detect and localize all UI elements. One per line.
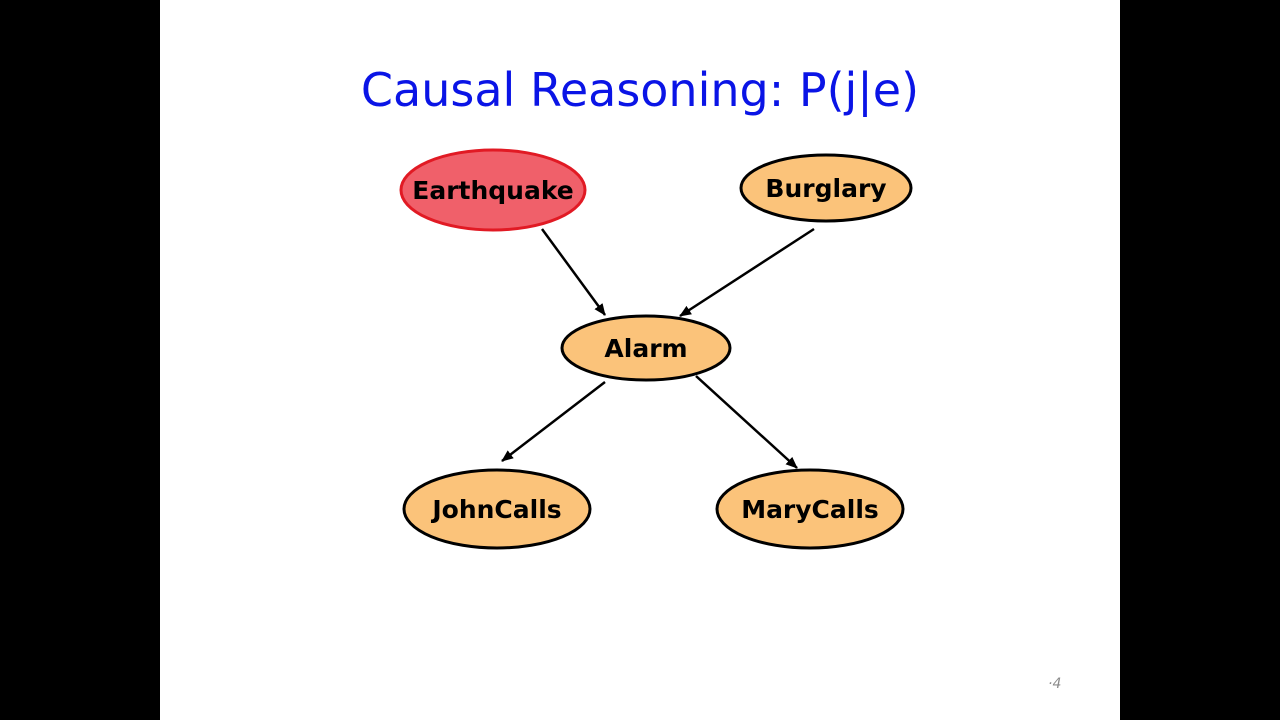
node-alarm-label: Alarm [604,334,687,363]
slide-number-dot: · [1048,676,1053,692]
node-burglary: Burglary [739,153,913,223]
node-burglary-shape [739,153,913,223]
node-earthquake: Earthquake [399,148,587,232]
node-johncalls-label: JohnCalls [430,495,561,524]
slide-title: Causal Reasoning: P(j|e) [360,63,920,117]
node-earthquake-shape [399,148,587,232]
node-burglary-label: Burglary [765,174,886,203]
node-marycalls: MaryCalls [715,468,905,550]
node-marycalls-shape [715,468,905,550]
edges [501,227,815,469]
edge-alarm-to-marycalls [695,375,798,469]
slide-number-value: 4 [1052,676,1062,692]
node-alarm: Alarm [560,314,732,382]
node-johncalls: JohnCalls [402,468,592,550]
edge-earthquake-to-alarm [540,228,607,316]
slide: Causal Reasoning: P(j|e) Earthquake Burgl… [160,0,1120,720]
edge-burglary-to-alarm [679,227,815,318]
node-alarm-shape [560,314,732,382]
edge-alarm-to-johncalls [501,381,606,462]
node-johncalls-shape [402,468,592,550]
node-marycalls-label: MaryCalls [741,495,879,524]
slide-number: ·4 [1048,676,1061,692]
node-earthquake-label: Earthquake [412,176,574,205]
